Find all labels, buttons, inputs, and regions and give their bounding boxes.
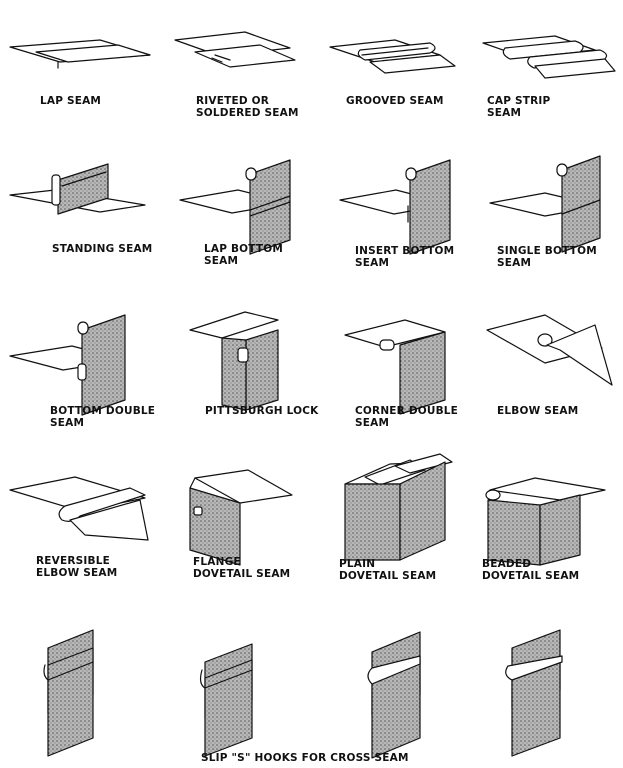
slip-s-hook-3-figure [367, 631, 421, 759]
insert-bottom-seam-figure [339, 159, 451, 255]
label-bottom-double-seam: BOTTOM DOUBLE SEAM [50, 405, 156, 429]
label-plain-dovetail-seam: PLAIN DOVETAIL SEAM [339, 558, 437, 582]
label-beaded-dovetail-seam: BEADED DOVETAIL SEAM [482, 558, 580, 582]
elbow-seam-figure [486, 314, 613, 386]
label-lap-bottom-seam: LAP BOTTOM SEAM [204, 243, 284, 267]
label-corner-double-seam: CORNER DOUBLE SEAM [355, 405, 459, 429]
label-lap-seam: LAP SEAM [40, 95, 102, 107]
label-single-bottom-seam: SINGLE BOTTOM SEAM [497, 245, 597, 269]
beaded-dovetail-seam-figure [485, 477, 606, 566]
standing-seam-figure [9, 163, 146, 215]
bottom-double-seam-figure [9, 314, 126, 416]
slip-s-hook-4-figure [505, 629, 563, 757]
lap-bottom-seam-figure [179, 159, 291, 255]
grooved-seam-figure [329, 39, 456, 74]
reversible-elbow-seam-figure [9, 476, 149, 541]
label-flange-dovetail-seam: FLANGE DOVETAIL SEAM [193, 556, 291, 580]
pittsburgh-lock-figure [189, 311, 279, 411]
label-pittsburgh-lock: PITTSBURGH LOCK [205, 405, 319, 417]
label-reversible-elbow-seam: REVERSIBLE ELBOW SEAM [36, 555, 118, 579]
label-elbow-seam: ELBOW SEAM [497, 405, 579, 417]
label-grooved-seam: GROOVED SEAM [346, 95, 444, 107]
label-riveted-seam: RIVETED OR SOLDERED SEAM [196, 95, 299, 119]
label-insert-bottom-seam: INSERT BOTTOM SEAM [355, 245, 455, 269]
plain-dovetail-seam-figure [344, 453, 453, 561]
corner-double-seam-figure [344, 319, 446, 415]
lap-seam-figure [9, 39, 151, 69]
label-slip-s-hooks: SLIP "S" HOOKS FOR CROSS SEAM [201, 752, 409, 764]
label-standing-seam: STANDING SEAM [52, 243, 153, 255]
label-cap-strip-seam: CAP STRIP SEAM [487, 95, 551, 119]
slip-s-hook-2-figure [199, 643, 253, 757]
single-bottom-seam-figure [489, 155, 601, 253]
riveted-seam-figure [174, 31, 296, 68]
flange-dovetail-seam-figure [189, 469, 293, 566]
slip-s-hook-1-figure [43, 629, 94, 757]
cap-strip-seam-figure [482, 35, 616, 79]
